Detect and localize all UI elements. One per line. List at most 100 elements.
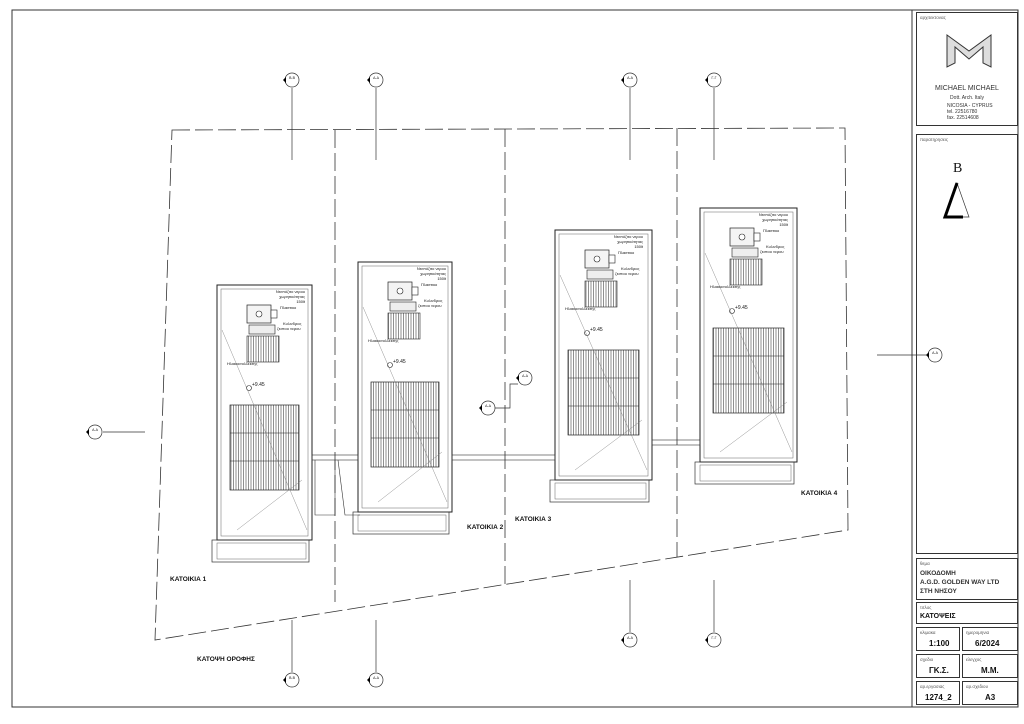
level-label: +9.45 [590, 327, 603, 333]
architect-logo-icon [946, 34, 992, 68]
section-arrow-icon [926, 352, 929, 358]
tank-opening-icon [396, 287, 404, 295]
plastic-tank [753, 232, 761, 242]
solar-collector [246, 335, 280, 363]
section-marker-label: Α-Α [627, 76, 634, 80]
level-label: +9.45 [393, 359, 406, 365]
subject-line: A.G.D. GOLDEN WAY LTD [920, 579, 1000, 586]
section-marker-label: Δ-Δ [485, 404, 492, 408]
section-marker-label: B-B [289, 76, 296, 80]
architect-city: NICOSIA - CYPRUS [947, 103, 993, 109]
title-label: τιτλος [920, 605, 932, 610]
cylinder-label: Κυλινδρος [621, 266, 639, 271]
porch [549, 479, 650, 503]
section-arrow-icon [283, 677, 286, 683]
section-arrow-icon [705, 77, 708, 83]
solar-panel-array [567, 349, 640, 436]
tank-label: Ντεπόζιτο νερου [759, 212, 788, 217]
connecting-wall [451, 454, 556, 461]
porch-inner [357, 514, 447, 532]
job-label: αρ.εργασιας [920, 684, 945, 689]
cylinder-label: ζεστου νερου [277, 326, 301, 331]
architect-tel: tel. 22516780 [947, 109, 978, 115]
house-label: ΚΑΤΟΙΚΙΑ 3 [515, 516, 552, 523]
roof-slope-line [377, 451, 443, 503]
plastic-label: Πλαστικο [280, 305, 297, 310]
section-arrow-icon [621, 77, 624, 83]
tank-label: χωρητικότητας [279, 294, 305, 299]
section-marker-label: Δ-Δ [373, 676, 380, 680]
job-value: 1274_2 [925, 693, 952, 702]
solar-label: Ηλιακοσυλλεκτης [368, 338, 399, 343]
section-arrow-icon [705, 637, 708, 643]
plastic-tank [270, 309, 278, 319]
plastic-label: Πλαστικο [763, 228, 780, 233]
checked-value: Μ.Μ. [981, 666, 999, 675]
plot-boundary [154, 127, 849, 641]
tank-opening-icon [738, 233, 746, 241]
notes-label: παρατηρησεις [920, 137, 949, 142]
level-label: +9.45 [735, 305, 748, 311]
subject-line: ΟΙΚΟΔΟΜΗ [920, 570, 956, 577]
sheet-label: αρ.σχεδιου [966, 684, 989, 689]
house-3 [549, 229, 653, 503]
date-value: 6/2024 [975, 639, 1000, 648]
tank-label: χωρητικότητας [420, 271, 446, 276]
roof-slope-line [362, 306, 448, 503]
roof-slope-line [236, 479, 303, 531]
house-label: ΚΑΤΟΙΚΙΑ 2 [467, 524, 504, 531]
section-marker-label: Α-Α [92, 428, 99, 432]
solar-collector [584, 280, 618, 308]
solar-panel-array [229, 404, 300, 491]
architect-fax: fax. 22514608 [947, 115, 979, 121]
hot-water-cylinder [248, 324, 276, 335]
plastic-tank [411, 286, 419, 296]
porch-inner [554, 482, 647, 500]
architect-name: MICHAEL MICHAEL [935, 85, 999, 92]
date-label: ημερομηνια [966, 630, 990, 635]
solar-label: Ηλιακοσυλλεκτης [710, 284, 741, 289]
architect-degree: Dott. Arch. Italy [950, 95, 984, 101]
roof-slope-line [704, 252, 793, 453]
sheet-value: A3 [985, 693, 996, 702]
sheet-title: ΚΑΤΟΨΕΙΣ [920, 613, 956, 620]
roof-slope-line [559, 274, 648, 471]
subject-label: θεμα [920, 561, 930, 566]
cylinder-label: ζεστου νερου [418, 303, 442, 308]
scale-value: 1:100 [929, 639, 950, 648]
north-arrow-icon [942, 181, 970, 219]
tank-label: 150lt [296, 299, 306, 304]
tank-label: 150lt [779, 222, 789, 227]
section-arrow-icon [367, 677, 370, 683]
roof-slope-line [719, 401, 788, 453]
section-arrow-icon [86, 429, 89, 435]
architect-box: αρχιτεκτονας MICHAEL MICHAEL Dott. Arch.… [916, 12, 1018, 126]
parapet [220, 288, 309, 537]
subject-box: θεμα ΟΙΚΟΔΟΜΗ A.G.D. GOLDEN WAY LTD ΣΤΗ … [916, 558, 1018, 600]
job-box: αρ.εργασιας 1274_2 [916, 681, 960, 705]
house-2 [352, 261, 453, 535]
tank-label: 150lt [437, 276, 447, 281]
checked-label: ελεγχος [966, 657, 982, 662]
section-marker-label: Δ-Δ [373, 76, 380, 80]
solar-collector [729, 258, 763, 286]
section-arrow-icon [283, 77, 286, 83]
plan-title: ΚΑΤΟΨΗ ΟΡΟΦΗΣ [197, 656, 255, 663]
notes-box: παρατηρησεις B [916, 134, 1018, 554]
tank-label: Ντεπόζιτο νερου [276, 289, 305, 294]
plastic-label: Πλαστικο [618, 250, 635, 255]
hot-water-cylinder [586, 269, 614, 280]
title-box: τιτλος ΚΑΤΟΨΕΙΣ [916, 602, 1018, 624]
tank-label: χωρητικότητας [617, 239, 643, 244]
porch [211, 539, 310, 563]
cylinder-label: ζεστου νερου [760, 249, 784, 254]
section-marker-label: Δ-Δ [522, 374, 529, 378]
house-label: ΚΑΤΟΙΚΙΑ 4 [801, 490, 838, 497]
section-marker-label: Γ-Γ [711, 636, 716, 640]
section-marker-label: Γ-Γ [711, 76, 716, 80]
hot-water-cylinder [731, 247, 759, 258]
